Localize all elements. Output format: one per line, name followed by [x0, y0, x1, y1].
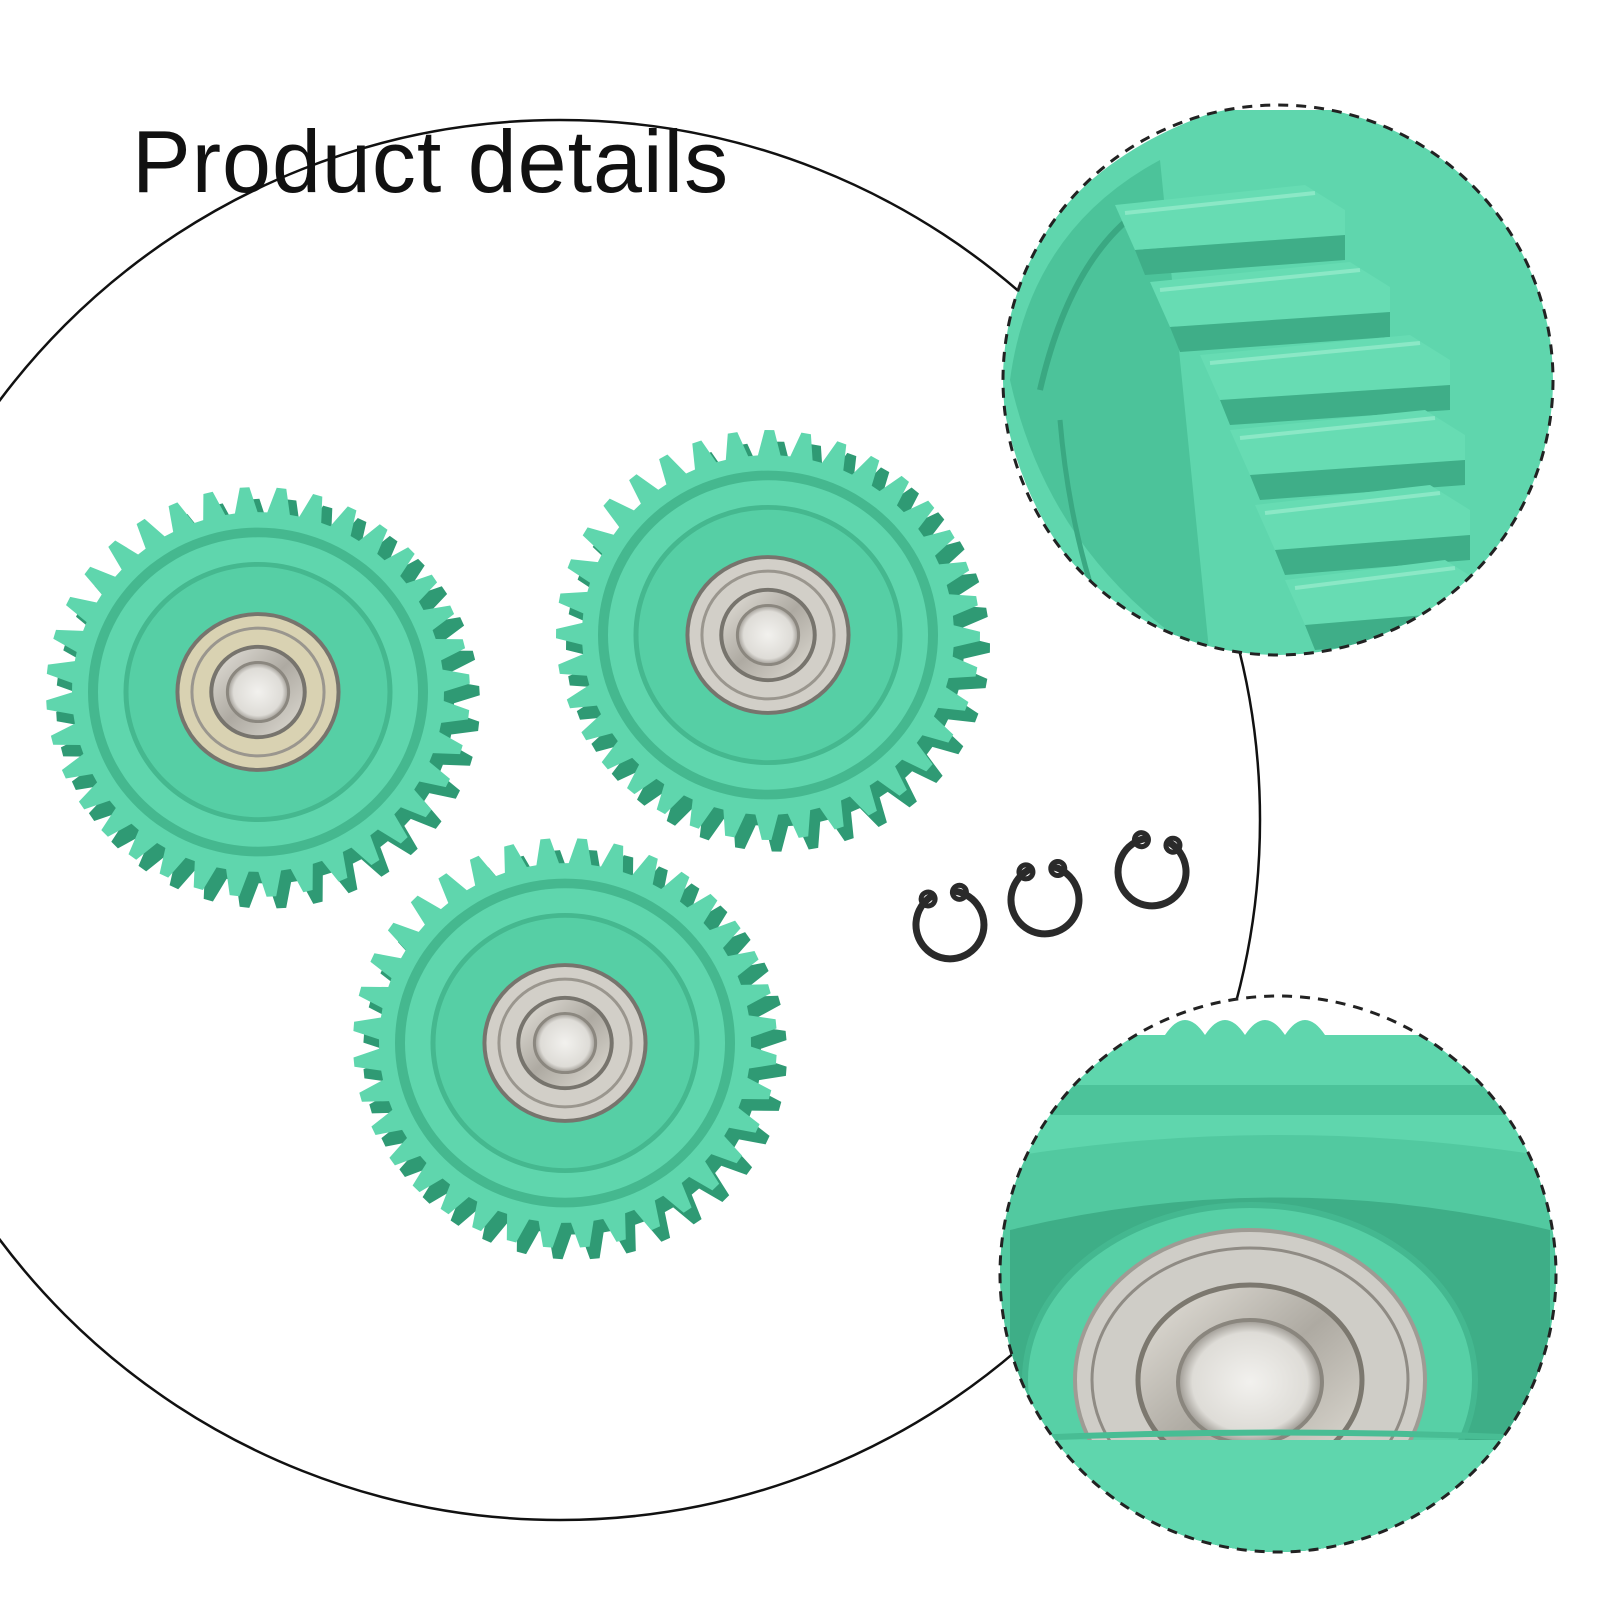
gear-teeth-closeup — [1003, 105, 1553, 655]
circlip-icon — [1007, 858, 1083, 938]
gear-icon — [46, 487, 480, 909]
gear-icon — [353, 838, 787, 1260]
page-title: Product details — [132, 112, 730, 211]
gear-tooth-closeup — [1255, 485, 1470, 575]
gear-tooth-closeup — [1115, 185, 1345, 275]
circlip-icon — [1114, 830, 1190, 910]
bearing-closeup — [1000, 996, 1556, 1552]
gear-tooth-closeup — [1200, 335, 1450, 425]
backdrop-arc — [0, 118, 1262, 1522]
magnifier-icon — [998, 994, 1558, 1554]
bearing-icon — [685, 555, 851, 715]
magnifier-icon — [1001, 103, 1555, 657]
bearing-icon — [175, 612, 341, 772]
circlip-icon — [912, 882, 988, 963]
gear-tooth-closeup — [1150, 262, 1390, 352]
gear-tooth-closeup — [1230, 410, 1465, 500]
bearing-icon — [482, 963, 648, 1123]
gear-icon — [556, 430, 990, 852]
